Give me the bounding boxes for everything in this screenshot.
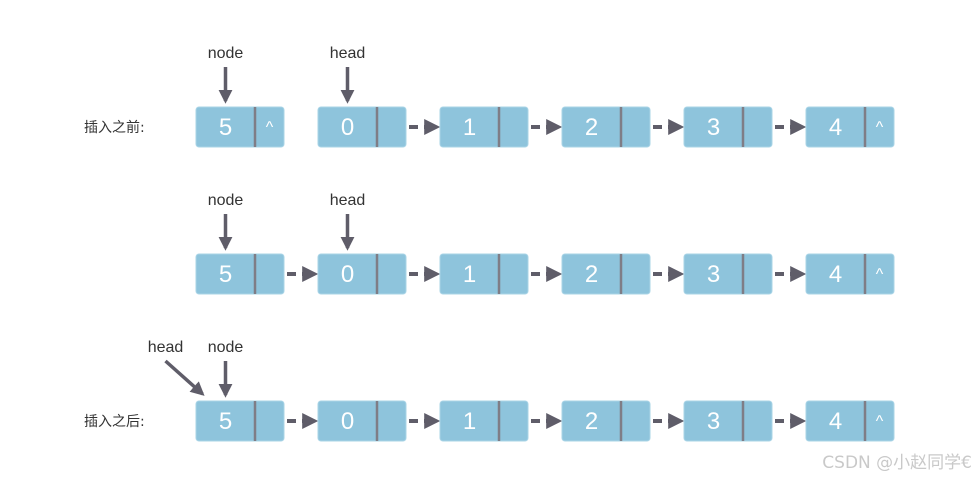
list-node: 5: [195, 400, 285, 442]
list-node: 1: [439, 400, 529, 442]
node-value: 3: [707, 114, 720, 141]
pointer-node: node: [208, 339, 244, 398]
list-node: 0: [317, 400, 407, 442]
node-box: [439, 400, 529, 442]
watermark: CSDN @小赵同学€: [822, 453, 972, 473]
node-box: [683, 400, 773, 442]
list-node: 5^: [195, 106, 285, 148]
list-node: 1: [439, 253, 529, 295]
node-box: [561, 253, 651, 295]
list-node: 4^: [805, 400, 895, 442]
node-value: 4: [829, 114, 842, 141]
node-box: [195, 253, 285, 295]
list-node: 3: [683, 400, 773, 442]
list-node: 3: [683, 106, 773, 148]
pointer-node: node: [208, 192, 244, 251]
row-label: 插入之前:: [84, 119, 145, 136]
list-node: 1: [439, 106, 529, 148]
node-value: 3: [707, 408, 720, 435]
node-value: 2: [585, 261, 598, 288]
node-box: [439, 253, 529, 295]
null-pointer-symbol: ^: [876, 266, 884, 283]
node-box: [805, 400, 895, 442]
list-node: 3: [683, 253, 773, 295]
node-value: 1: [463, 408, 476, 435]
node-box: [439, 106, 529, 148]
node-value: 0: [341, 114, 354, 141]
node-value: 0: [341, 261, 354, 288]
node-value: 1: [463, 261, 476, 288]
pointer-label: head: [330, 45, 366, 62]
list-node: 0: [317, 106, 407, 148]
list-node: 4^: [805, 106, 895, 148]
pointer-head: head: [330, 45, 366, 104]
pointer-label: head: [330, 192, 366, 209]
node-value: 3: [707, 261, 720, 288]
node-box: [561, 400, 651, 442]
node-box: [683, 106, 773, 148]
node-box: [195, 400, 285, 442]
row-label: 插入之后:: [84, 414, 145, 430]
node-value: 4: [829, 408, 842, 435]
node-value: 5: [219, 114, 232, 141]
node-box: [195, 106, 285, 148]
list-node: 4^: [805, 253, 895, 295]
null-pointer-symbol: ^: [876, 413, 884, 430]
node-box: [805, 106, 895, 148]
pointer-label: node: [208, 192, 244, 209]
node-value: 0: [341, 408, 354, 435]
node-box: [805, 253, 895, 295]
pointer-head: head: [330, 192, 366, 251]
node-box: [317, 106, 407, 148]
null-pointer-symbol: ^: [266, 119, 274, 136]
list-node: 5: [195, 253, 285, 295]
node-value: 5: [219, 261, 232, 288]
node-value: 2: [585, 114, 598, 141]
pointer-label: node: [208, 45, 244, 62]
pointer-arrow: [164, 359, 205, 396]
node-value: 5: [219, 408, 232, 435]
node-value: 4: [829, 261, 842, 288]
node-box: [317, 253, 407, 295]
list-node: 0: [317, 253, 407, 295]
node-box: [561, 106, 651, 148]
list-node: 2: [561, 253, 651, 295]
node-value: 1: [463, 114, 476, 141]
null-pointer-symbol: ^: [876, 119, 884, 136]
node-box: [317, 400, 407, 442]
pointer-label: head: [148, 339, 184, 356]
pointer-node: node: [208, 45, 244, 104]
node-value: 2: [585, 408, 598, 435]
pointer-head: head: [148, 339, 205, 396]
list-node: 2: [561, 106, 651, 148]
list-node: 2: [561, 400, 651, 442]
node-box: [683, 253, 773, 295]
pointer-label: node: [208, 339, 244, 356]
